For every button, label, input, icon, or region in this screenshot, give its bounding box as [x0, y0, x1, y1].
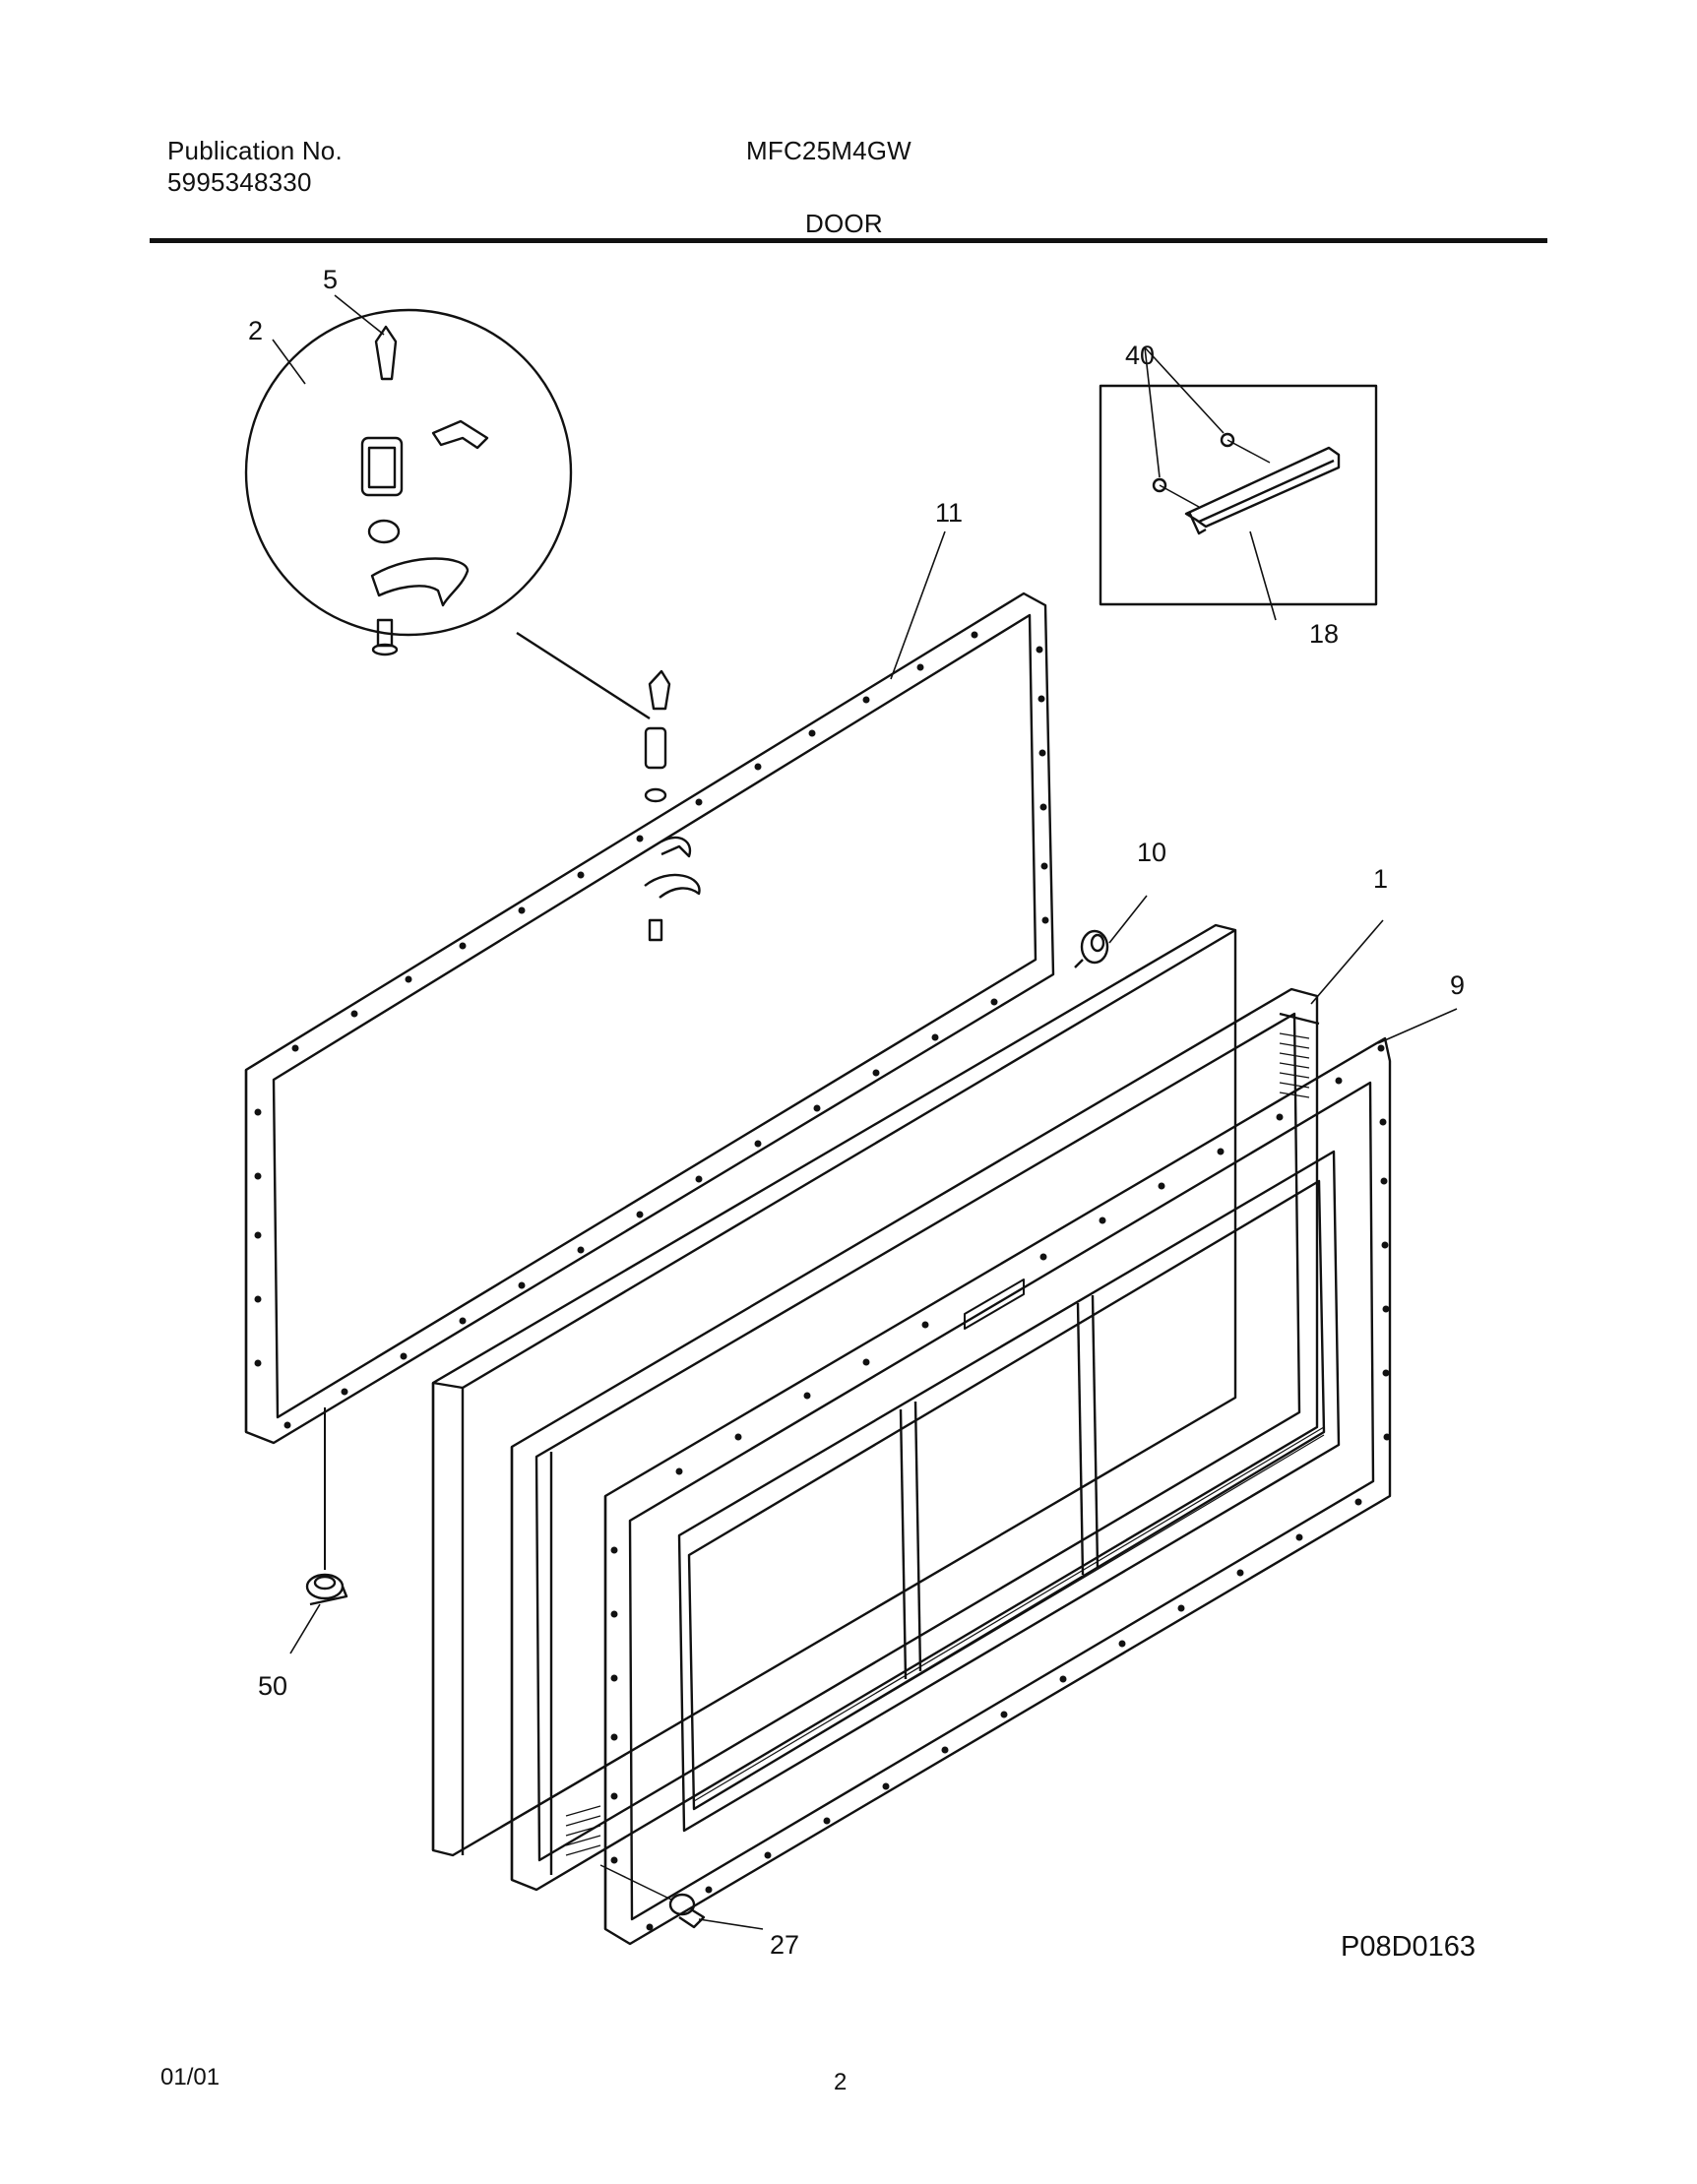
- callout-18: 18: [1309, 619, 1339, 649]
- door-frame-part: [510, 987, 1320, 1892]
- callout-40: 40: [1125, 341, 1155, 370]
- leader-lines: [272, 294, 1458, 1930]
- callout-1: 1: [1373, 864, 1388, 894]
- gasket-part: [244, 592, 1055, 1445]
- publication-number: 5995348330: [167, 167, 312, 197]
- footer-page-number: 2: [834, 2069, 848, 2095]
- callout-27: 27: [770, 1930, 799, 1960]
- publication-label: Publication No.: [167, 136, 343, 165]
- lock-assembly-part: [644, 669, 701, 942]
- diagram-id: P08D0163: [1341, 1931, 1477, 1963]
- plug-part: [1074, 929, 1109, 968]
- screw-part-50: [305, 1573, 348, 1606]
- lock-detail-circle: [244, 308, 651, 720]
- door-panel-part: [431, 923, 1237, 1857]
- header-rule: [150, 238, 1547, 243]
- screw-part-27: [599, 1864, 706, 1929]
- outer-door-part: [603, 1036, 1392, 1946]
- model-number: MFC25M4GW: [746, 136, 911, 165]
- callout-9: 9: [1450, 970, 1465, 1000]
- callout-2: 2: [248, 316, 263, 345]
- callout-10: 10: [1137, 838, 1166, 867]
- callout-5: 5: [323, 265, 338, 294]
- footer-date: 01/01: [160, 2064, 220, 2090]
- callout-11: 11: [935, 498, 963, 528]
- handle-detail-box: [1099, 384, 1378, 606]
- callout-50: 50: [258, 1671, 287, 1701]
- section-title: DOOR: [805, 209, 883, 238]
